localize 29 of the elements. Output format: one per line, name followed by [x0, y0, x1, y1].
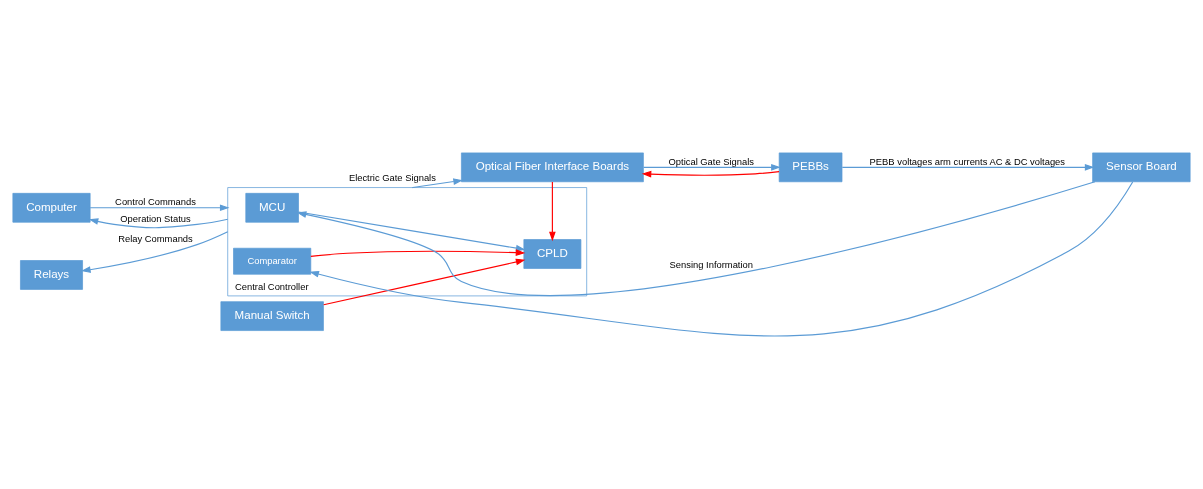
edge-label: Relay Commands: [118, 234, 193, 245]
arrow: [309, 181, 1134, 337]
edge-label: Sensing Information: [669, 260, 753, 271]
arrow: [643, 164, 781, 171]
node-box: Comparator: [233, 247, 312, 275]
node-box: Manual Switch: [220, 301, 324, 331]
node-box: Relays: [20, 260, 83, 290]
arrow: [841, 164, 1095, 171]
node-box: Optical Fiber Interface Boards: [461, 152, 644, 183]
arrow: [88, 218, 229, 229]
arrow: [298, 211, 526, 252]
edge-label: Operation Status: [120, 213, 191, 224]
edge-label: Control Commands: [115, 197, 196, 208]
arrow: [411, 178, 463, 189]
node-box: Sensor Board: [1092, 152, 1191, 183]
arrow: [549, 181, 556, 242]
node-box: Computer: [12, 193, 91, 223]
arrow: [296, 181, 1096, 296]
arrow: [89, 204, 230, 212]
edge-label: Electric Gate Signals: [348, 173, 436, 184]
edge-label: Optical Gate Signals: [668, 156, 755, 167]
arrow: [310, 249, 526, 257]
node-box: CPLD: [523, 239, 582, 269]
edge-label: PEBB voltages arm currents AC & DC voltages: [869, 156, 1066, 167]
node-box: MCU: [245, 193, 299, 223]
arrow: [323, 258, 526, 306]
arrow: [641, 170, 780, 178]
arrow: [81, 231, 229, 273]
node-box: PEBBs: [778, 152, 843, 183]
